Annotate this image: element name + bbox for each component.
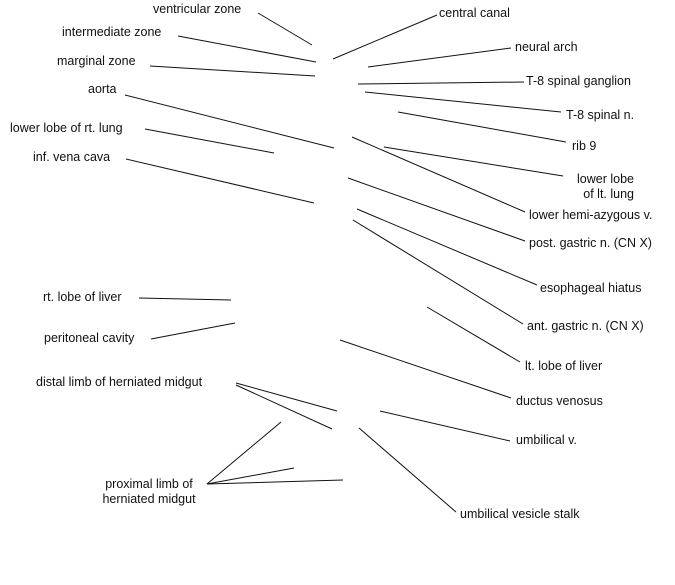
leader-t8-spinal-n (364, 91, 562, 113)
leader-t8-spinal-ganglion (357, 81, 525, 85)
label-neural-arch: neural arch (515, 40, 578, 54)
leader-intermediate-zone (177, 35, 317, 63)
leader-ductus-venosus (339, 339, 512, 399)
label-ductus-venosus: ductus venosus (516, 394, 603, 408)
label-t8-spinal-n: T-8 spinal n. (566, 108, 635, 122)
label-aorta: aorta (88, 82, 117, 96)
leader-post-gastric-n (347, 177, 526, 242)
leader-esophageal-hiatus (356, 208, 538, 286)
label-umbilical-v: umbilical v. (516, 433, 577, 447)
label-esophageal-hiatus: esophageal hiatus (540, 281, 642, 295)
leader-proximal-limb-b (206, 467, 295, 485)
label-proximal-limb-line2: herniated midgut (102, 492, 196, 506)
leader-rt-lobe-liver (138, 297, 232, 301)
label-distal-limb: distal limb of herniated midgut (36, 375, 203, 389)
leader-lower-lobe-lt-lung (383, 146, 564, 177)
leader-aorta (124, 94, 335, 149)
leader-distal-limb-a (235, 382, 338, 412)
label-proximal-limb-line1: proximal limb of (105, 477, 193, 491)
leader-rib-9 (397, 111, 567, 143)
label-lower-lobe-rt-lung: lower lobe of rt. lung (10, 121, 123, 135)
label-lt-lobe-liver: lt. lobe of liver (525, 359, 603, 373)
leader-peritoneal-cavity (150, 322, 236, 340)
label-t8-spinal-ganglion: T-8 spinal ganglion (526, 74, 631, 88)
leader-lt-lobe-liver (426, 306, 521, 363)
leader-lower-hemi-azygous (351, 136, 526, 213)
leader-distal-limb-b (235, 384, 333, 430)
label-umbilical-vesicle-stalk: umbilical vesicle stalk (460, 507, 580, 521)
label-rt-lobe-liver: rt. lobe of liver (43, 290, 122, 304)
label-inf-vena-cava: inf. vena cava (33, 150, 111, 164)
leader-ant-gastric-n (352, 219, 524, 325)
leader-central-canal (332, 14, 438, 60)
label-post-gastric-n: post. gastric n. (CN X) (529, 236, 652, 250)
leader-lower-lobe-rt-lung (144, 128, 275, 154)
leader-inf-vena-cava (125, 158, 315, 204)
label-lower-hemi-azygous: lower hemi-azygous v. (529, 208, 653, 222)
label-ant-gastric-n: ant. gastric n. (CN X) (527, 319, 644, 333)
label-marginal-zone: marginal zone (57, 54, 136, 68)
label-lower-lobe-lt-lung-line2: of lt. lung (583, 187, 634, 201)
label-intermediate-zone: intermediate zone (62, 25, 162, 39)
leader-umbilical-vesicle-stalk (358, 427, 457, 513)
label-rib-9: rib 9 (572, 139, 597, 153)
label-lower-lobe-lt-lung: lower lobe of lt. lung (552, 172, 634, 202)
leader-umbilical-v (379, 410, 511, 442)
label-central-canal: central canal (439, 6, 510, 20)
leader-proximal-limb-c (206, 479, 344, 485)
leader-ventricular-zone (257, 12, 313, 46)
leader-proximal-limb-a (206, 421, 282, 485)
label-ventricular-zone: ventricular zone (153, 2, 242, 16)
leader-marginal-zone (149, 65, 316, 77)
leader-neural-arch (367, 47, 512, 68)
label-peritoneal-cavity: peritoneal cavity (44, 331, 135, 345)
label-lower-lobe-lt-lung-line1: lower lobe (577, 172, 634, 186)
label-proximal-limb: proximal limb of herniated midgut (93, 477, 205, 507)
